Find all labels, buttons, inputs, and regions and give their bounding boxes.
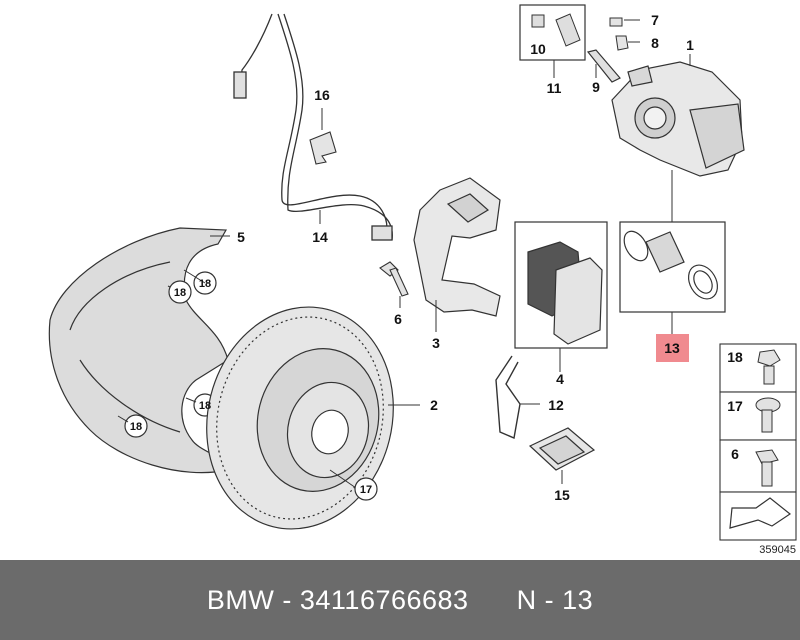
callout-6: 6 — [394, 311, 402, 327]
brake-disc — [206, 306, 394, 530]
bracket-16 — [309, 131, 337, 165]
callout-13: 13 — [664, 340, 680, 356]
footer-brand: BMW — [206, 584, 275, 615]
footer-separator — [292, 585, 300, 616]
circled-17: 17 — [360, 484, 372, 496]
footer-dash: - — [282, 584, 292, 615]
footer-gap — [469, 585, 517, 616]
callout-11: 11 — [547, 80, 562, 96]
screw-18-icon — [757, 349, 781, 385]
footer-position: N - 13 — [516, 584, 594, 615]
brake-pads-box — [514, 221, 608, 349]
footer-part-number: 34116766683 — [299, 584, 469, 615]
callout-10: 10 — [530, 41, 546, 57]
callout-3: 3 — [432, 335, 440, 351]
circled-18-c: 18 — [199, 400, 211, 412]
highlight-box — [656, 334, 689, 362]
guide-pin — [586, 49, 621, 83]
brake-caliper — [611, 61, 745, 177]
pin-kit-box — [519, 4, 586, 61]
circled-18-b: 18 — [199, 278, 211, 290]
callout-9: 9 — [592, 79, 600, 95]
diagram-reference-number: 359045 — [759, 544, 796, 556]
arrow-icon — [729, 497, 792, 529]
callout-5: 5 — [237, 229, 245, 245]
pin-sleeve — [531, 13, 581, 47]
circled-18-a: 18 — [174, 287, 186, 299]
callout-14: 14 — [312, 229, 328, 245]
bolt-6-icon — [755, 449, 779, 487]
callout-15: 15 — [554, 487, 570, 503]
callout-8: 8 — [651, 35, 659, 51]
sidebar-label-6: 6 — [731, 446, 739, 462]
piston-kit — [623, 230, 719, 300]
callout-12: 12 — [548, 397, 564, 413]
parts-diagram: 1 2 3 4 5 6 7 8 9 10 11 12 13 14 15 16 1… — [48, 4, 797, 556]
brake-pads — [527, 241, 603, 345]
callout-16: 16 — [314, 87, 330, 103]
footer-bar: BMW - 34116766683 N - 13 — [0, 560, 800, 640]
callout-7: 7 — [651, 12, 659, 28]
callout-4: 4 — [556, 371, 564, 387]
bleeder-valve — [609, 17, 629, 51]
bolt-6 — [379, 261, 409, 297]
callout-1: 1 — [686, 37, 694, 53]
screw-marker-17 — [329, 469, 378, 501]
sidebar-label-17: 17 — [727, 398, 743, 414]
caliper-carrier — [413, 177, 501, 317]
circled-18-d: 18 — [130, 421, 142, 433]
screw-17-icon — [755, 397, 781, 433]
brake-hose — [233, 13, 393, 241]
sidebar-label-18: 18 — [727, 349, 743, 365]
grease-packet — [528, 427, 596, 471]
footer-separator — [274, 585, 282, 616]
spring-clip — [495, 355, 521, 439]
callout-2: 2 — [430, 397, 438, 413]
